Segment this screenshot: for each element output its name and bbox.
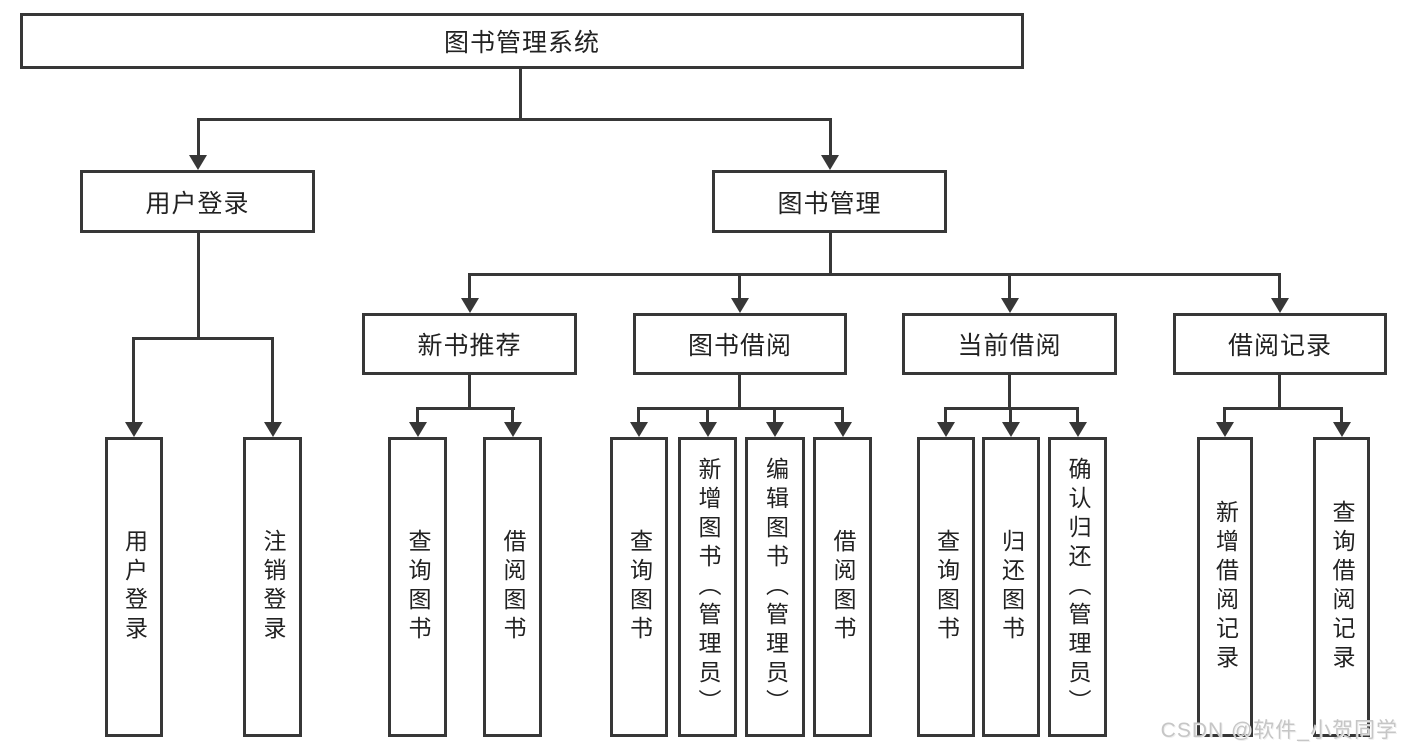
node-book-management: 图书管理 [712,170,947,233]
leaf-bb-add-books-admin-label: 新增图书（管理员） [695,456,721,718]
leaf-user-login: 用户登录 [105,437,163,737]
connector-line [1076,407,1079,422]
connector-line [637,407,844,410]
connector-line [271,337,274,422]
connector-line [1340,407,1343,422]
arrow-down-icon [1002,422,1020,437]
leaf-bb-borrow-books: 借阅图书 [813,437,872,737]
node-borrow-records-label: 借阅记录 [1227,332,1332,360]
arrow-down-icon [189,155,207,170]
connector-line [132,337,274,340]
arrow-down-icon [1271,298,1289,313]
connector-line [1223,407,1343,410]
arrow-down-icon [1069,422,1087,437]
arrow-down-icon [1216,422,1234,437]
arrow-down-icon [821,155,839,170]
arrow-down-icon [409,422,427,437]
connector-line [1223,407,1226,422]
node-new-book-recommend: 新书推荐 [362,313,577,375]
connector-line [197,118,200,155]
connector-line [197,118,832,121]
node-current-borrow: 当前借阅 [902,313,1117,375]
leaf-br-add-record-label: 新增借阅记录 [1212,500,1239,674]
node-book-borrow-label: 图书借阅 [687,332,792,360]
leaf-nbr-query-books-label: 查询图书 [405,529,431,645]
leaf-cb-confirm-return-admin: 确认归还（管理员） [1048,437,1107,737]
connector-line [416,407,419,422]
leaf-br-query-record: 查询借阅记录 [1313,437,1370,737]
leaf-br-add-record: 新增借阅记录 [1197,437,1253,737]
leaf-logout: 注销登录 [243,437,302,737]
connector-line [132,337,135,422]
connector-line [197,233,200,337]
connector-line [468,273,1281,276]
node-book-management-label: 图书管理 [777,189,882,218]
leaf-bb-edit-books-admin: 编辑图书（管理员） [745,437,805,737]
connector-line [1008,375,1011,407]
leaf-cb-return-books: 归还图书 [982,437,1040,737]
node-new-book-recommend-label: 新书推荐 [417,332,522,360]
connector-line [416,407,515,410]
arrow-down-icon [766,422,784,437]
connector-line [1009,407,1012,422]
arrow-down-icon [461,298,479,313]
connector-line [519,69,522,118]
connector-line [468,375,471,407]
arrow-down-icon [504,422,522,437]
leaf-bb-edit-books-admin-label: 编辑图书（管理员） [762,456,789,718]
connector-line [944,407,947,422]
arrow-down-icon [937,422,955,437]
leaf-nbr-borrow-books-label: 借阅图书 [500,529,526,645]
connector-line [738,273,741,298]
leaf-cb-query-books-label: 查询图书 [933,529,960,645]
arrow-down-icon [125,422,143,437]
node-user-login-label: 用户登录 [145,189,250,218]
leaf-bb-add-books-admin: 新增图书（管理员） [678,437,737,737]
leaf-nbr-borrow-books: 借阅图书 [483,437,542,737]
arrow-down-icon [1001,298,1019,313]
connector-line [511,407,514,422]
node-root: 图书管理系统 [20,13,1024,69]
leaf-user-login-label: 用户登录 [121,529,148,645]
connector-line [841,407,844,422]
arrow-down-icon [1333,422,1351,437]
leaf-nbr-query-books: 查询图书 [388,437,447,737]
node-root-label: 图书管理系统 [443,29,600,57]
connector-line [829,233,832,273]
leaf-cb-query-books: 查询图书 [917,437,975,737]
arrow-down-icon [731,298,749,313]
connector-line [706,407,709,422]
node-borrow-records: 借阅记录 [1173,313,1387,375]
leaf-cb-return-books-label: 归还图书 [998,529,1025,645]
connector-line [1278,375,1281,407]
connector-line [637,407,640,422]
leaf-bb-query-books-label: 查询图书 [626,529,653,645]
arrow-down-icon [699,422,717,437]
leaf-bb-query-books: 查询图书 [610,437,668,737]
connector-line [1278,273,1281,298]
leaf-br-query-record-label: 查询借阅记录 [1329,500,1355,674]
connector-line [468,273,471,298]
leaf-cb-confirm-return-admin-label: 确认归还（管理员） [1065,456,1091,718]
arrow-down-icon [630,422,648,437]
leaf-logout-label: 注销登录 [260,529,286,645]
arrow-down-icon [834,422,852,437]
connector-line [773,407,776,422]
connector-line [1008,273,1011,298]
node-book-borrow: 图书借阅 [633,313,847,375]
node-current-borrow-label: 当前借阅 [957,332,1062,360]
node-user-login: 用户登录 [80,170,315,233]
leaf-bb-borrow-books-label: 借阅图书 [830,529,856,645]
connector-line [829,118,832,155]
csdn-watermark: CSDN @软件_小贺同学 [1160,719,1398,742]
connector-line [738,375,741,407]
arrow-down-icon [264,422,282,437]
